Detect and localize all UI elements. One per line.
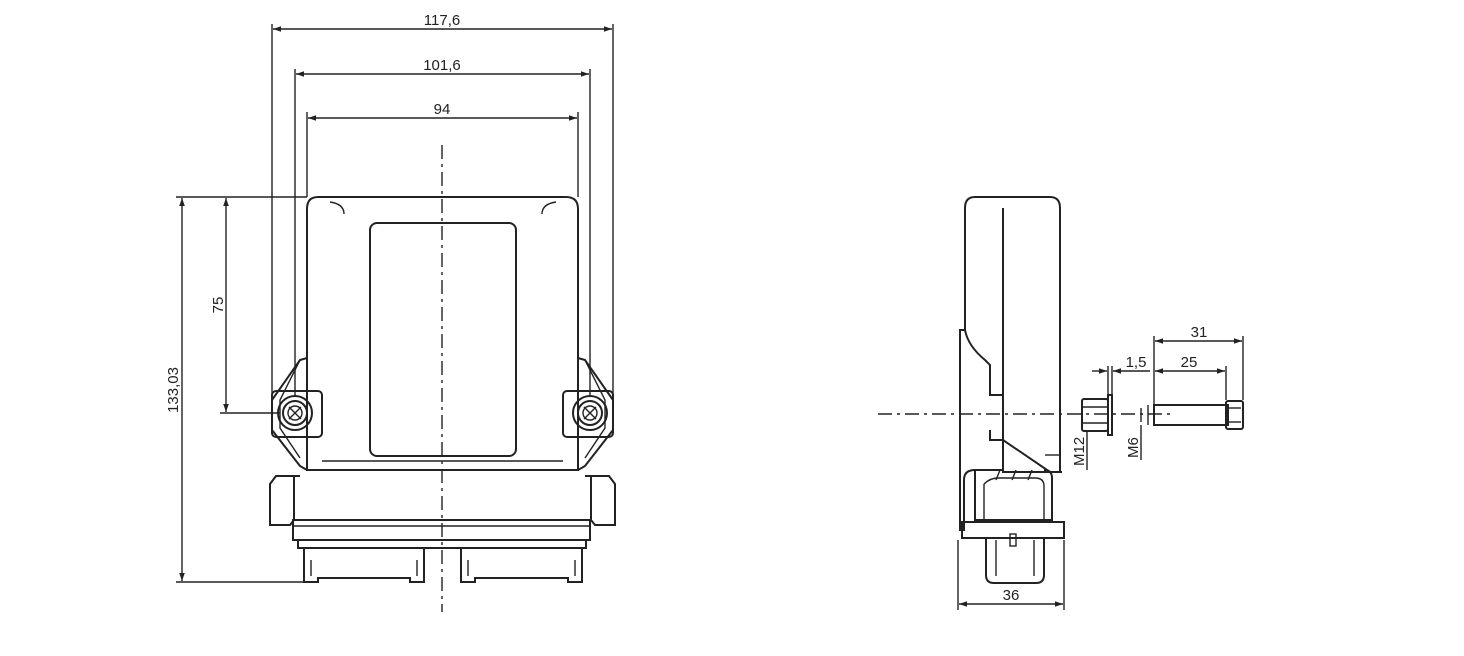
mount-tab-right bbox=[562, 390, 614, 438]
bolt-assembly bbox=[1081, 394, 1244, 436]
dim-body-width: 94 bbox=[306, 101, 579, 197]
connector-side-right bbox=[585, 475, 616, 526]
side-connector-housing bbox=[974, 469, 1053, 521]
dim-body-width-label: 94 bbox=[434, 101, 451, 118]
dim-mount-height: 75 bbox=[210, 198, 280, 414]
grommet-left bbox=[277, 395, 313, 431]
dim-mount-spacing-label: 101,6 bbox=[423, 57, 461, 74]
label-window bbox=[369, 222, 517, 457]
mount-tab-left bbox=[271, 390, 323, 438]
dim-washer-thickness: 1,5 bbox=[1092, 354, 1150, 394]
side-connector-base bbox=[961, 521, 1065, 539]
dim-bolt-thread-length-label: 25 bbox=[1181, 354, 1198, 371]
housing-corner-mark-right bbox=[541, 201, 557, 215]
nut-m12 bbox=[1081, 398, 1109, 432]
dim-bolt-thread-length: 25 bbox=[1155, 354, 1227, 400]
side-flange bbox=[959, 329, 1003, 531]
dim-overall-width-label: 117,6 bbox=[424, 12, 460, 29]
dim-depth: 36 bbox=[957, 540, 1065, 610]
nut-size-label: M12 bbox=[1071, 437, 1088, 466]
dim-mount-height-label: 75 bbox=[210, 297, 227, 314]
side-connector-inner bbox=[983, 477, 1045, 520]
dim-washer-thickness-label: 1,5 bbox=[1126, 354, 1147, 371]
dim-overall-width: 117,6 bbox=[271, 12, 614, 395]
dim-overall-height-label: 133,03 bbox=[165, 367, 182, 413]
bolt-head bbox=[1225, 400, 1244, 430]
connector-base bbox=[297, 539, 587, 549]
front-view: 117,6 101,6 94 133,03 75 bbox=[165, 12, 616, 612]
side-front-panel bbox=[964, 196, 1003, 396]
side-flange-lower bbox=[989, 430, 1062, 473]
bolt-shank bbox=[1153, 404, 1229, 426]
dim-depth-label: 36 bbox=[1003, 587, 1020, 604]
bolt-size-label: M6 bbox=[1125, 437, 1142, 458]
side-connector-plug bbox=[985, 538, 1045, 584]
housing-corner-mark-left bbox=[329, 201, 345, 215]
connector-side-left bbox=[269, 475, 300, 526]
washer bbox=[1107, 394, 1113, 436]
dim-bolt-total-length: 31 bbox=[1153, 324, 1244, 404]
dim-bolt-total-length-label: 31 bbox=[1191, 324, 1208, 341]
dim-overall-height: 133,03 bbox=[165, 196, 307, 583]
grommet-right bbox=[572, 395, 608, 431]
mount-ear-left-inner bbox=[279, 359, 301, 459]
dim-mount-spacing: 101,6 bbox=[294, 57, 591, 396]
side-body-outline bbox=[975, 196, 1061, 473]
mount-ear-right-inner bbox=[584, 359, 606, 459]
connector-body-left bbox=[303, 548, 425, 583]
side-view: 36 31 25 1,5 M12 M6 bbox=[878, 196, 1244, 610]
connector-body-right bbox=[460, 548, 583, 583]
